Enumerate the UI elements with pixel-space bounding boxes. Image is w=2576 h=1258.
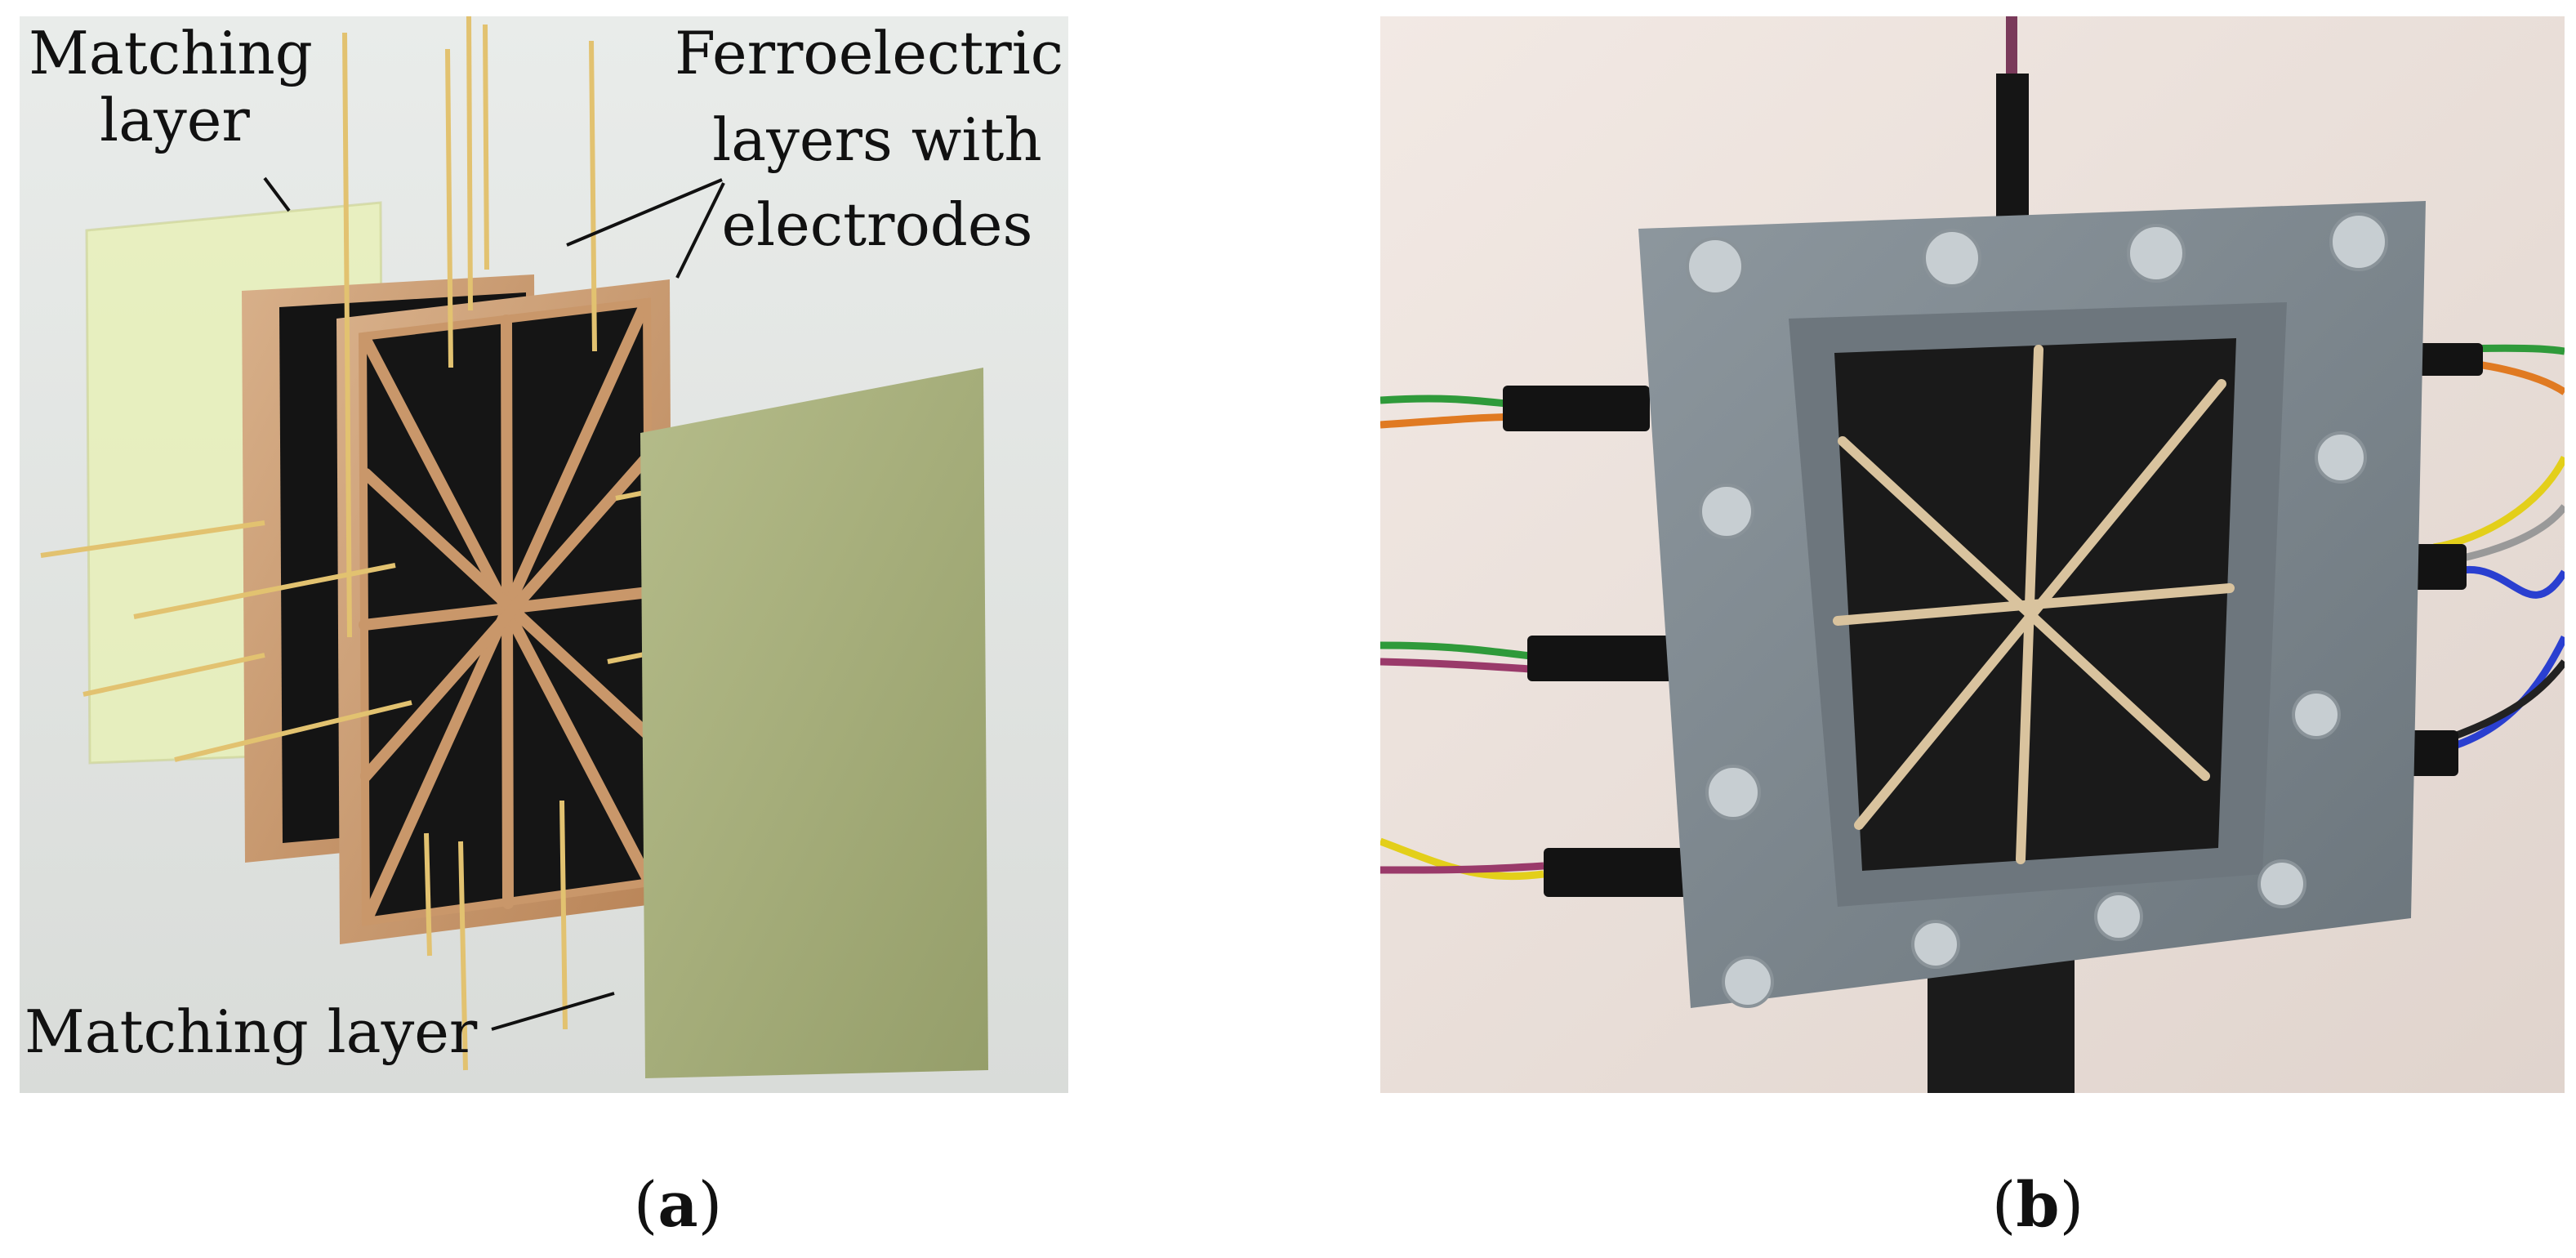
top-cable: [2006, 16, 2017, 82]
caption-b-letter: b: [2016, 1168, 2060, 1241]
front-matching-layer: [640, 368, 988, 1078]
label-matching-layer-top-line1: Matching: [29, 19, 313, 87]
top-connector: [1996, 74, 2029, 229]
caption-panel-a: (a): [596, 1168, 760, 1241]
electrode-gap-pattern: [359, 298, 654, 924]
electrode-leads: [40, 16, 666, 1071]
label-leader-lines: [263, 176, 725, 1031]
label-ferroelectric-line3: electrodes: [722, 190, 1033, 259]
label-matching-layer-top-line2: layer: [100, 86, 250, 154]
label-ferroelectric-line2: layers with: [712, 105, 1041, 174]
caption-b-open: (: [1991, 1168, 2017, 1241]
label-matching-layer-bottom: Matching layer: [25, 997, 478, 1066]
caption-panel-b: (b): [1956, 1168, 2119, 1241]
caption-a-letter: a: [657, 1168, 698, 1241]
exploded-layers-illustration: Matching layer Ferroelectric layers with…: [20, 16, 1068, 1093]
aperture-electrode-gaps: [1833, 345, 2235, 864]
housing-screws: [1686, 212, 2388, 1008]
transducer-photo: [1380, 16, 2565, 1093]
label-ferroelectric-line1: Ferroelectric: [675, 19, 1063, 87]
panel-a-exploded-view: Matching layer Ferroelectric layers with…: [20, 16, 1068, 1093]
caption-b-close: ): [2059, 1168, 2084, 1241]
panel-b-photograph: [1380, 16, 2565, 1093]
caption-a-close: ): [697, 1168, 723, 1241]
caption-a-open: (: [633, 1168, 658, 1241]
